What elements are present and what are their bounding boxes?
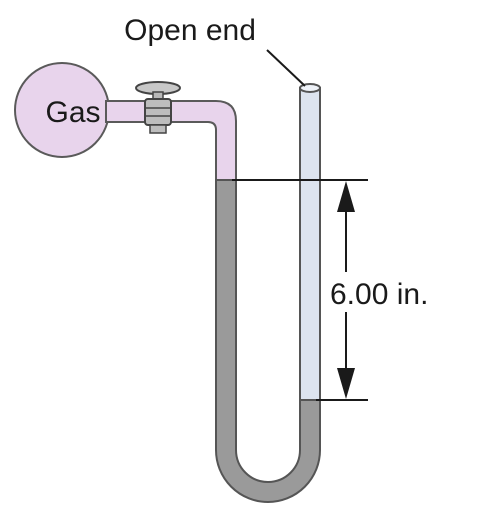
gas-label: Gas	[45, 96, 100, 129]
arrowhead-up	[337, 181, 355, 212]
arrowhead-down	[337, 368, 355, 399]
u-tube-liquid	[215, 179, 321, 503]
height-dimension-arrow	[337, 181, 355, 399]
valve-bottom	[149, 124, 167, 134]
open-end-label: Open end	[124, 14, 256, 47]
valve	[135, 81, 181, 134]
height-label: 6.00 in.	[330, 278, 428, 311]
valve-body	[144, 98, 172, 126]
open-tube-air	[299, 87, 321, 401]
open-end-leader	[266, 49, 306, 87]
